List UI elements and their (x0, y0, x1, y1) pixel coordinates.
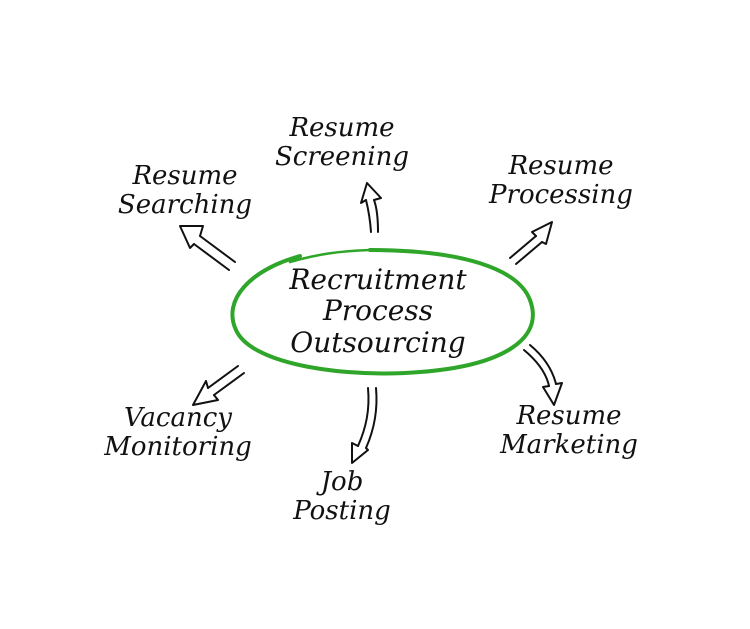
node-resume-marketing: Resume Marketing (484, 401, 654, 461)
node-resume-searching: Resume Searching (100, 161, 270, 221)
node-line: Searching (117, 190, 253, 221)
arrow-to-resume-marketing-icon (523, 344, 563, 406)
center-line-3: Outsourcing (290, 325, 466, 359)
node-line: Resume (132, 161, 238, 191)
arrow-to-resume-processing-icon (509, 221, 553, 265)
node-line: Posting (293, 496, 391, 527)
arrow-to-resume-searching-icon (179, 225, 236, 271)
center-line-2: Process (322, 294, 434, 328)
node-line: Vacancy (124, 403, 232, 433)
node-line: Monitoring (104, 432, 252, 463)
arrow-to-vacancy-monitoring-icon (192, 365, 245, 406)
node-line: Processing (489, 180, 633, 211)
node-line: Resume (516, 401, 622, 431)
node-line: Job (320, 467, 364, 497)
center-topic-label: Recruitment Process Outsourcing (258, 264, 498, 358)
node-line: Screening (274, 142, 410, 173)
node-vacancy-monitoring: Vacancy Monitoring (88, 403, 268, 463)
center-ellipse (230, 248, 535, 376)
center-line-1: Recruitment (289, 263, 467, 296)
node-resume-processing: Resume Processing (476, 151, 646, 211)
node-line: Resume (508, 151, 614, 181)
node-line: Resume (289, 113, 395, 143)
node-job-posting: Job Posting (282, 467, 402, 527)
arrow-to-job-posting-icon (351, 387, 378, 464)
node-line: Marketing (500, 430, 638, 461)
arrow-to-resume-screening-icon (360, 182, 382, 233)
node-resume-screening: Resume Screening (262, 113, 422, 173)
